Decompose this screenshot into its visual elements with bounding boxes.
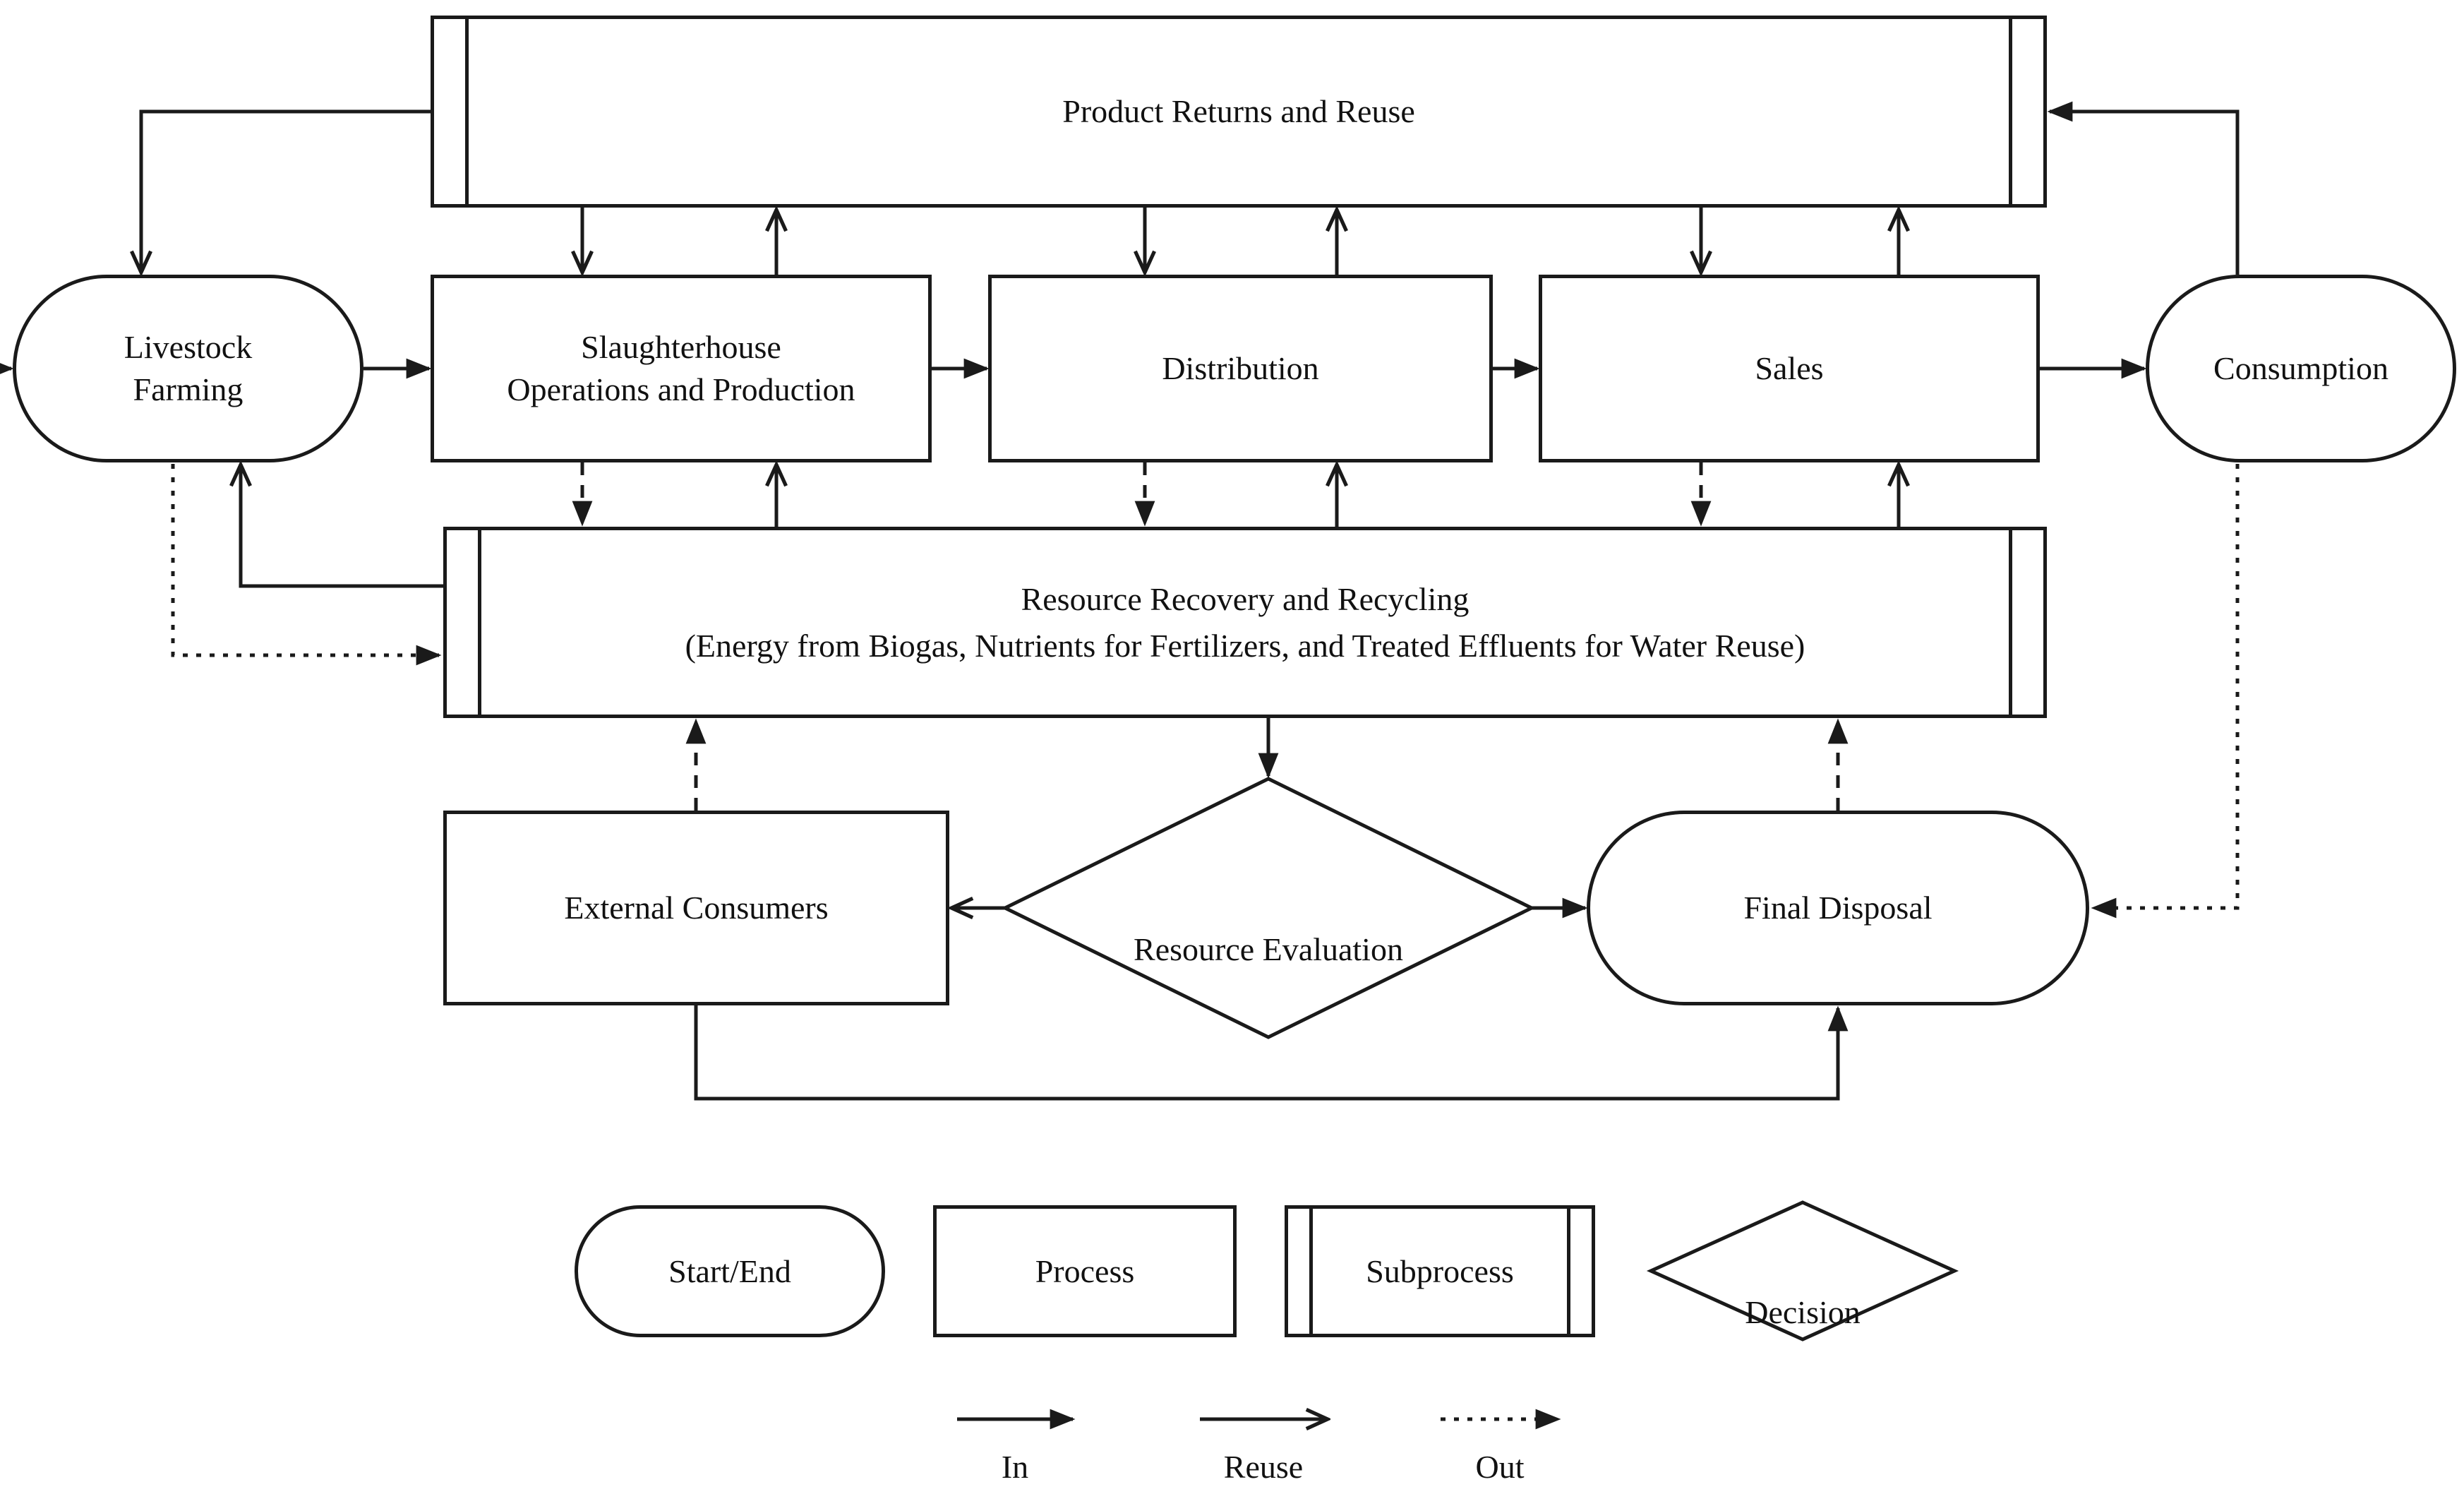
legend-label: Process <box>1035 1253 1135 1289</box>
node-consumption: Consumption <box>2146 275 2456 462</box>
legend-out-label: Out <box>1475 1449 1525 1485</box>
legend-reuse-label: Reuse <box>1223 1449 1304 1485</box>
node-sales: Sales <box>1539 275 2040 462</box>
legend-decision-label: Decision <box>1697 1249 1909 1334</box>
node-label-line1: Resource Recovery and Recycling <box>1021 580 1470 617</box>
node-label: Consumption <box>2213 350 2388 387</box>
subprocess-bar-left <box>1309 1209 1313 1334</box>
node-label: Slaughterhouse Operations and Production <box>507 329 855 407</box>
legend-label: Start/End <box>668 1253 791 1289</box>
arrow-recovery-to-livestock <box>241 465 443 588</box>
node-label: Livestock Farming <box>124 329 253 407</box>
node-label: Final Disposal <box>1743 890 1933 926</box>
node-livestock-farming: Livestock Farming <box>13 275 363 462</box>
subprocess-bar-left <box>478 530 481 715</box>
decision-diamond-resource-evaluation <box>1001 777 1536 1039</box>
decision-diamond-legend <box>1646 1200 1959 1341</box>
legend-start-end-shape: Start/End <box>575 1205 885 1337</box>
node-product-returns: Product Returns and Reuse <box>431 16 2047 208</box>
node-label: Sales <box>1755 350 1824 387</box>
subprocess-bar-right <box>2009 19 2012 204</box>
subprocess-bar-right <box>2009 530 2012 715</box>
node-label: Product Returns and Reuse <box>1062 93 1415 130</box>
node-distribution: Distribution <box>988 275 1493 462</box>
legend-label: Decision <box>1745 1293 1861 1330</box>
node-slaughterhouse: Slaughterhouse Operations and Production <box>431 275 932 462</box>
subprocess-bar-right <box>1567 1209 1570 1334</box>
legend-label: Subprocess <box>1366 1253 1514 1289</box>
node-label: Resource Evaluation <box>1134 931 1403 967</box>
legend-in-label: In <box>1001 1449 1029 1485</box>
legend-process-shape: Process <box>933 1205 1237 1337</box>
node-final-disposal: Final Disposal <box>1587 811 2089 1005</box>
subprocess-bar-left <box>465 19 469 204</box>
arrow-consumption-to-product-returns <box>2047 101 2240 275</box>
node-label-line2: (Energy from Biogas, Nutrients for Ferti… <box>685 627 1805 664</box>
arrow-consumption-to-final-dotted <box>2091 464 2240 919</box>
node-resource-evaluation-label: Resource Evaluation <box>1064 886 1473 971</box>
arrow-returns-to-livestock <box>141 109 431 272</box>
node-label: External Consumers <box>564 890 829 926</box>
node-external-consumers: External Consumers <box>443 811 949 1005</box>
node-resource-recovery: Resource Recovery and Recycling (Energy … <box>443 527 2047 718</box>
arrow-livestock-to-recovery-dotted <box>171 464 442 666</box>
node-label: Distribution <box>1162 350 1319 387</box>
arrow-external-to-final-disposal-bottom <box>694 1005 1849 1101</box>
legend-subprocess-shape: Subprocess <box>1285 1205 1595 1337</box>
